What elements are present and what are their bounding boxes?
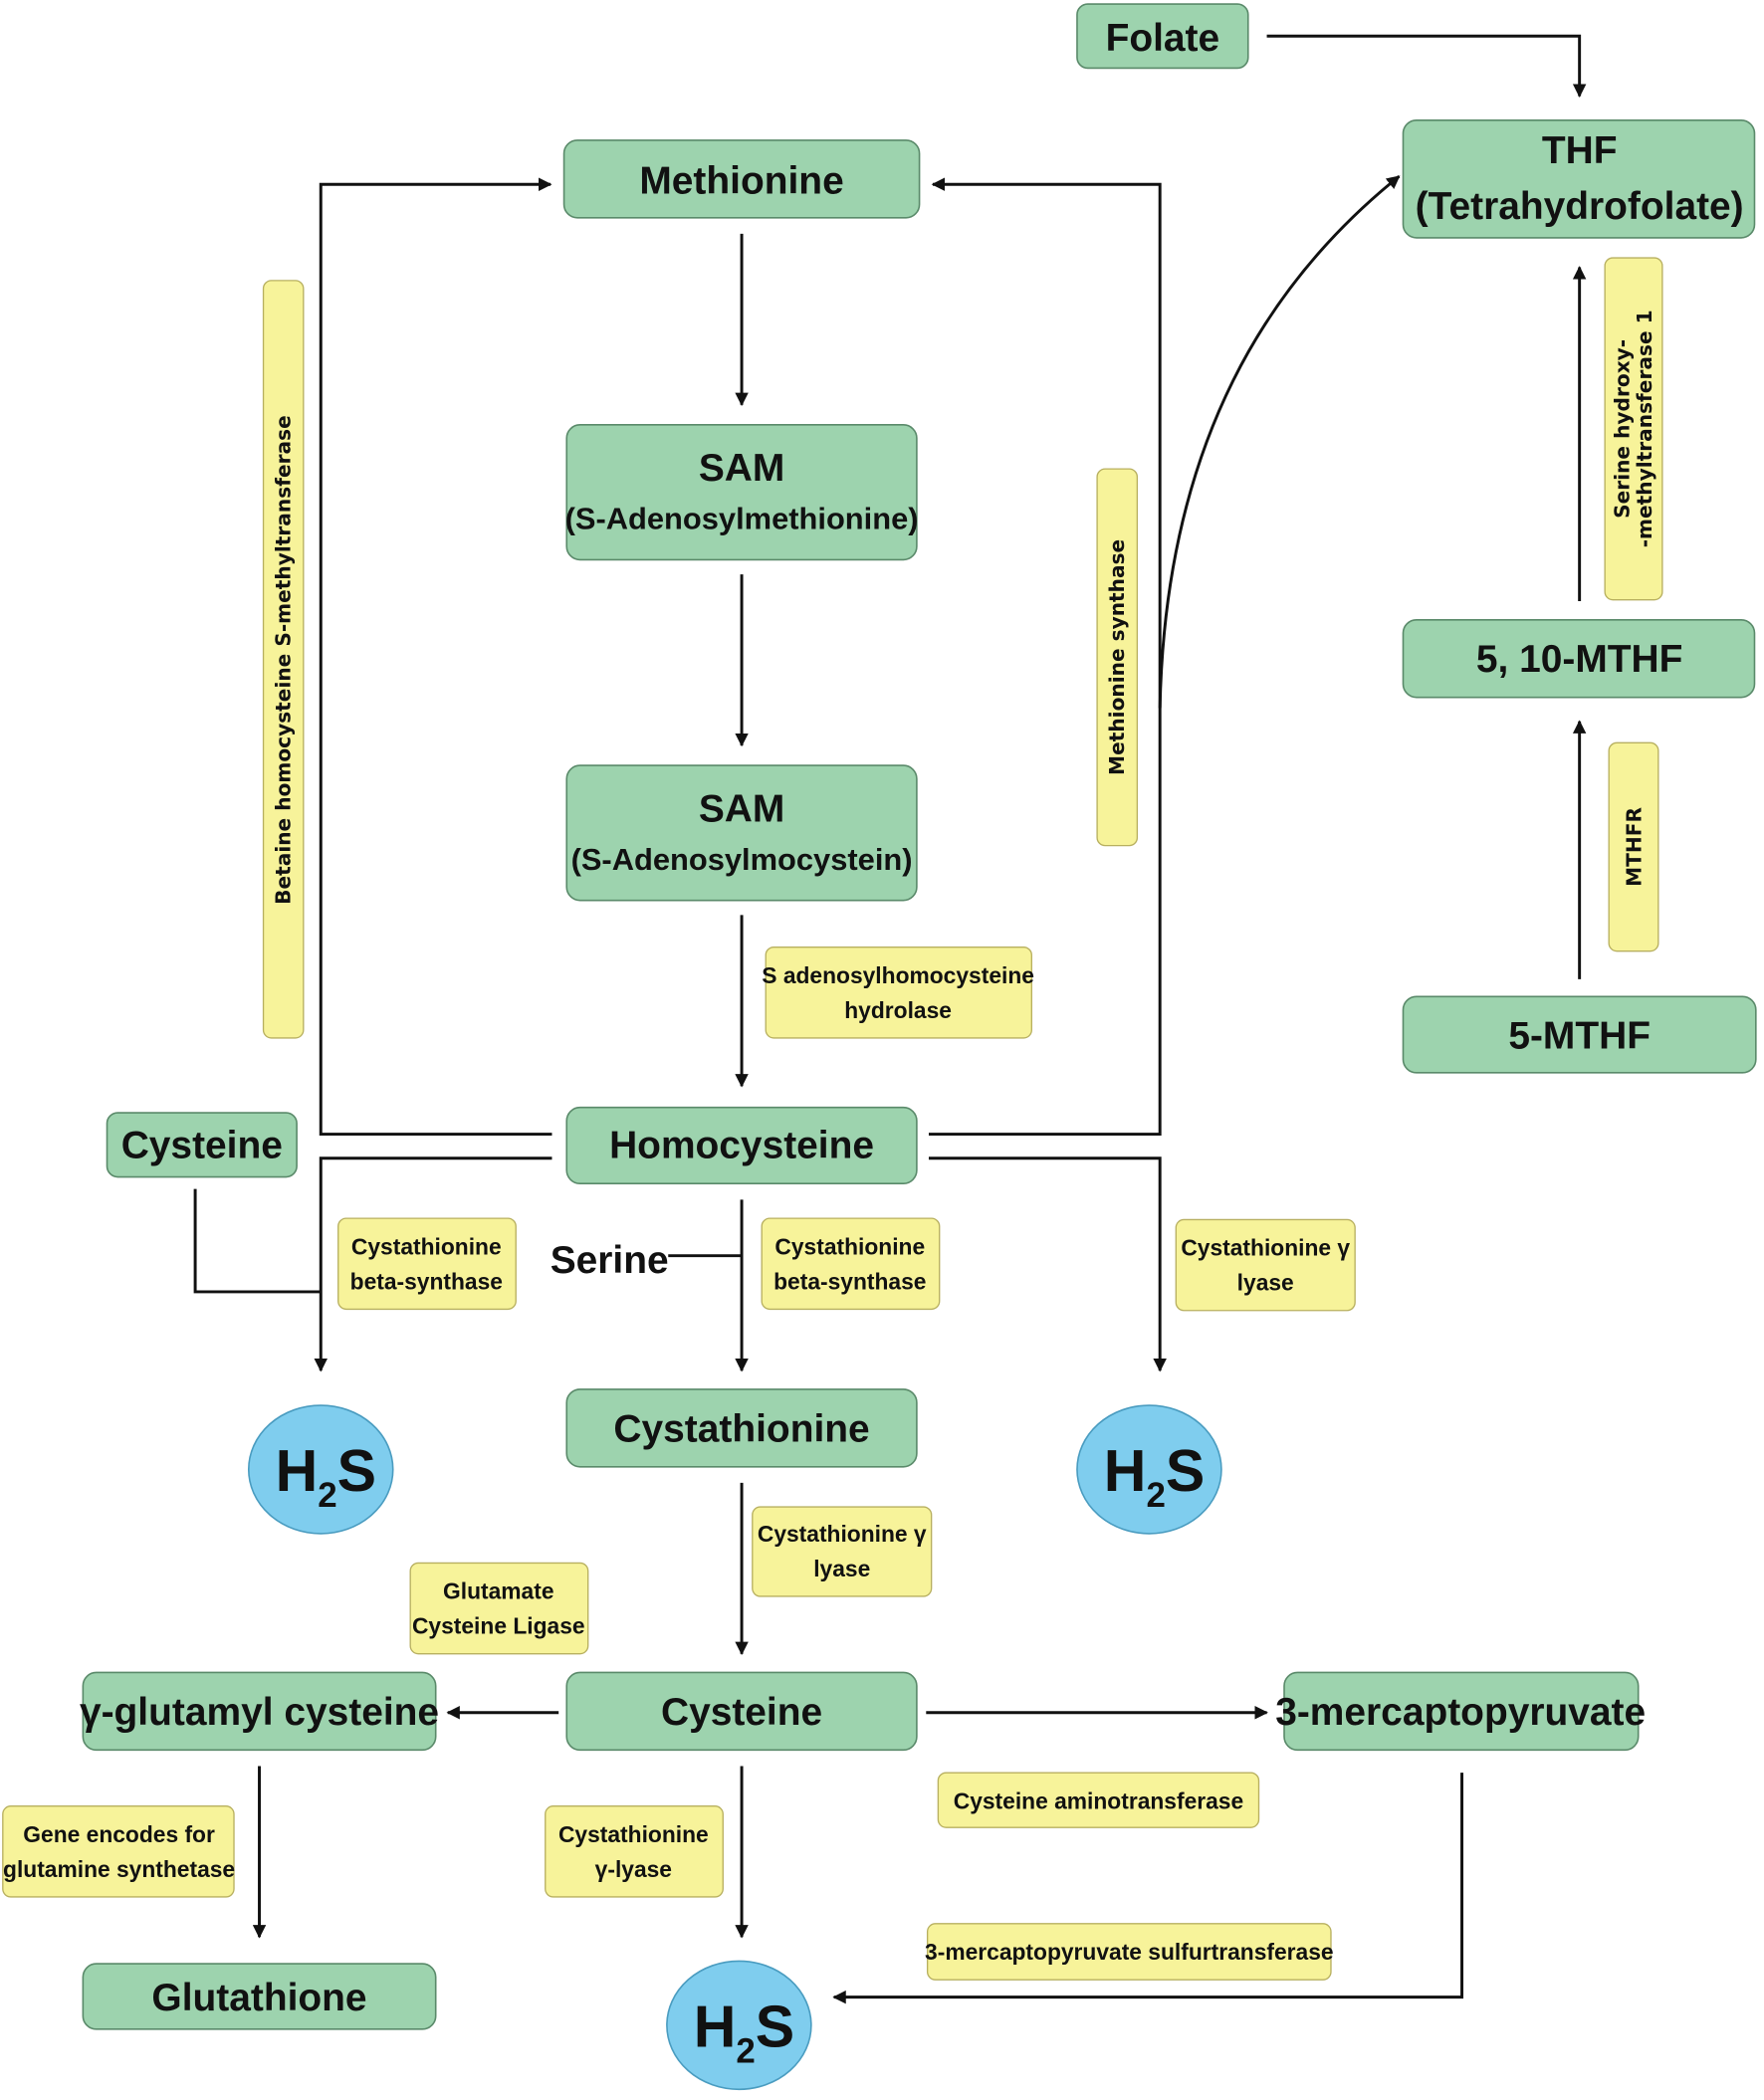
node-methionine: Methionine (562, 139, 921, 219)
node-label: 5-MTHF (1508, 1015, 1651, 1058)
enzyme-shmt: Serine hydroxy- -methyltransferase 1 (1604, 257, 1663, 601)
enzyme-label: beta-synthase (773, 1268, 926, 1294)
line-cysteine-join (193, 1188, 322, 1294)
h2s-sub: 2 (1146, 1476, 1165, 1515)
arrow-homocysteine-methionine-left (319, 177, 552, 1137)
node-label: Cysteine (121, 1125, 283, 1167)
node-label: Glutathione (151, 1977, 366, 2019)
enzyme-label: MTHFR (1622, 807, 1646, 887)
h2s-h: H (1104, 1438, 1147, 1504)
node-homocysteine: Homocysteine (565, 1106, 918, 1185)
h2s-s: S (1166, 1438, 1205, 1504)
h2s-sub: 2 (318, 1476, 336, 1515)
h2s-h: H (276, 1438, 319, 1504)
enzyme-label: Methionine synthase (1105, 539, 1129, 775)
h2s-left: H2S (247, 1404, 394, 1535)
arrow-homocysteine-h2s-left (314, 1156, 552, 1372)
node-gamma-glutamyl-cysteine: γ-glutamyl cysteine (80, 1671, 439, 1752)
enzyme-cbs-center: Cystathionine beta-synthase (761, 1217, 941, 1311)
node-5-10-mthf: 5, 10-MTHF (1402, 618, 1756, 699)
h2s-right: H2S (1076, 1404, 1222, 1535)
svg-text:H2S: H2S (694, 1994, 794, 2070)
enzyme-label: Cysteine aminotransferase (954, 1787, 1243, 1813)
node-label: Cystathionine (613, 1407, 869, 1450)
arrow-homocysteine-methionine-right (928, 177, 1162, 1137)
node-thf: THF (Tetrahydrofolate) (1402, 118, 1756, 239)
node-cysteine: Cysteine (565, 1671, 918, 1752)
enzyme-label: Gene encodes for (23, 1821, 215, 1847)
node-5-mthf: 5-MTHF (1402, 995, 1757, 1074)
enzyme-label: hydrolase (844, 997, 952, 1023)
node-sublabel: (S-Adenosylmethionine) (565, 502, 919, 536)
h2s-s: S (756, 1994, 794, 2059)
h2s-s: S (337, 1438, 376, 1504)
enzyme-label: glutamine synthetase (3, 1856, 235, 1882)
node-label: Methionine (639, 160, 843, 203)
node-label: 3-mercaptopyruvate (1275, 1691, 1646, 1734)
svg-text:H2S: H2S (1104, 1438, 1205, 1515)
enzyme-label: Cystathionine (351, 1233, 502, 1259)
enzyme-label: beta-synthase (350, 1268, 503, 1294)
node-label: Folate (1106, 17, 1220, 60)
enzyme-label: γ-lyase (595, 1856, 672, 1882)
enzyme-label: lyase (813, 1556, 870, 1581)
enzyme-methionine-synthase: Methionine synthase (1096, 468, 1139, 847)
enzyme-label: Cystathionine (774, 1233, 925, 1259)
h2s-h: H (694, 1994, 737, 2059)
enzyme-label: Betaine homocysteine S-methyltransferase (271, 415, 295, 905)
node-label: (Tetrahydrofolate) (1416, 185, 1744, 228)
enzyme-cbs-left: Cystathionine beta-synthase (337, 1217, 517, 1311)
node-glutathione: Glutathione (82, 1963, 437, 2030)
node-label: Cysteine (661, 1691, 822, 1734)
enzyme-label: Cysteine Ligase (412, 1613, 585, 1639)
arrow-methionine-synthase-thf (1158, 175, 1401, 709)
enzyme-label: S adenosylhomocysteine (762, 962, 1034, 988)
node-label: Homocysteine (609, 1125, 874, 1167)
enzyme-label: Cystathionine (558, 1821, 709, 1847)
svg-text:H2S: H2S (276, 1438, 376, 1515)
node-sam: SAM (S-Adenosylmethionine) (565, 424, 919, 561)
node-cystathionine: Cystathionine (565, 1388, 918, 1468)
node-sah: SAM (S-Adenosylmocystein) (565, 764, 918, 902)
enzyme-gcl: Glutamate Cysteine Ligase (409, 1562, 589, 1655)
node-folate: Folate (1076, 3, 1249, 70)
h2s-sub: 2 (736, 2031, 755, 2070)
enzyme-gene-gs: Gene encodes for glutamine synthetase (2, 1805, 235, 1898)
node-sublabel: (S-Adenosylmocystein) (571, 842, 913, 877)
enzyme-label: Glutamate (443, 1578, 553, 1604)
arrow-folate-thf (1266, 34, 1587, 98)
node-label: 5, 10-MTHF (1476, 638, 1683, 681)
arrow-homocysteine-h2s-right (928, 1156, 1167, 1372)
connectors (193, 34, 1587, 2004)
enzyme-label: lyase (1237, 1270, 1294, 1296)
node-3-mercaptopyruvate: 3-mercaptopyruvate (1275, 1671, 1646, 1752)
enzyme-cat: Cysteine aminotransferase (937, 1772, 1260, 1828)
node-label: SAM (699, 447, 784, 490)
enzyme-mthfr: MTHFR (1608, 741, 1659, 952)
enzyme-label: 3-mercaptopyruvate sulfurtransferase (925, 1939, 1334, 1965)
enzyme-label: Cystathionine γ (758, 1521, 927, 1547)
enzyme-cse-center: Cystathionine γ lyase (752, 1506, 933, 1597)
enzyme-label: Serine hydroxy- (1610, 339, 1634, 519)
node-label: γ-glutamyl cysteine (80, 1691, 439, 1734)
enzyme-bhmt: Betaine homocysteine S-methyltransferase (262, 280, 305, 1039)
enzyme-cse-right: Cystathionine γ lyase (1175, 1218, 1356, 1312)
enzyme-label: -methyltransferase 1 (1633, 310, 1656, 547)
enzyme-label: Cystathionine γ (1181, 1235, 1350, 1261)
enzyme-mst: 3-mercaptopyruvate sulfurtransferase (925, 1923, 1334, 1981)
h2s-bottom: H2S (666, 1960, 812, 2091)
node-cysteine-top: Cysteine (106, 1112, 298, 1178)
node-label: THF (1542, 129, 1618, 172)
enzyme-cse-bottom: Cystathionine γ-lyase (545, 1805, 724, 1898)
enzyme-sah-hydrolase: S adenosylhomocysteine hydrolase (762, 945, 1034, 1039)
serine-label: Serine (551, 1239, 669, 1282)
node-label: SAM (699, 787, 784, 830)
arrow-mercaptopyruvate-h2s (832, 1773, 1464, 2004)
